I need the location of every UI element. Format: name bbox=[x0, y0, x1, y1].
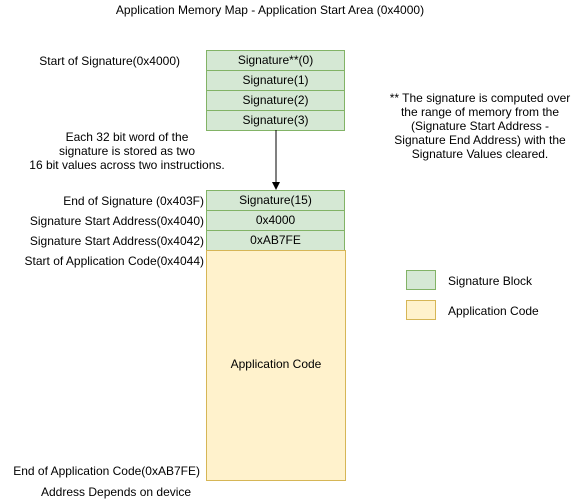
label-end-of-application-code: End of Application Code(0xAB7FE) bbox=[13, 464, 200, 478]
signature-block-15: Signature(15) bbox=[206, 190, 345, 211]
label-signature-start-address-2: Signature Start Address(0x4042) bbox=[29, 234, 204, 248]
signature-block-1: Signature(1) bbox=[206, 70, 345, 91]
label-start-of-application-code: Start of Application Code(0x4044) bbox=[24, 254, 204, 268]
legend-application-swatch bbox=[406, 300, 436, 320]
label-end-of-signature: End of Signature (0x403F) bbox=[63, 194, 204, 208]
signature-start-address-block-1: 0x4000 bbox=[206, 210, 345, 231]
down-arrow-icon bbox=[272, 130, 280, 190]
label-start-of-signature: Start of Signature(0x4000) bbox=[39, 54, 180, 68]
sig-note-line-1: ** The signature is computed over bbox=[389, 91, 571, 105]
signature-computation-note: ** The signature is computed over the ra… bbox=[382, 91, 576, 161]
application-code-block: Application Code bbox=[206, 250, 346, 481]
signature-start-address-block-2: 0xAB7FE bbox=[206, 230, 345, 251]
legend-application-label: Application Code bbox=[448, 304, 539, 318]
word-note-line-1: Each 32 bit word of the bbox=[65, 130, 189, 144]
legend-signature-swatch bbox=[406, 270, 436, 290]
sig-note-line-2: the range of memory from the bbox=[400, 105, 560, 119]
application-code-label: Application Code bbox=[230, 357, 322, 371]
sig-note-line-5: Signature Values cleared. bbox=[411, 147, 549, 161]
label-address-depends: Address Depends on device bbox=[41, 485, 192, 499]
label-signature-start-address-1: Signature Start Address(0x4040) bbox=[29, 214, 204, 228]
diagram-title: Application Memory Map - Application Sta… bbox=[115, 3, 425, 17]
word-note-line-3: 16 bit values across two instructions. bbox=[29, 158, 225, 172]
word-note-line-2: signature is stored as two bbox=[58, 144, 196, 158]
signature-block-3: Signature(3) bbox=[206, 110, 345, 131]
signature-block-0: Signature**(0) bbox=[206, 50, 345, 71]
legend-signature-label: Signature Block bbox=[448, 274, 533, 288]
sig-note-line-4: Signature End Address) with the bbox=[394, 133, 566, 147]
word-storage-note: Each 32 bit word of the signature is sto… bbox=[2, 130, 252, 172]
sig-note-line-3: (Signature Start Address - bbox=[410, 119, 550, 133]
signature-block-2: Signature(2) bbox=[206, 90, 345, 111]
